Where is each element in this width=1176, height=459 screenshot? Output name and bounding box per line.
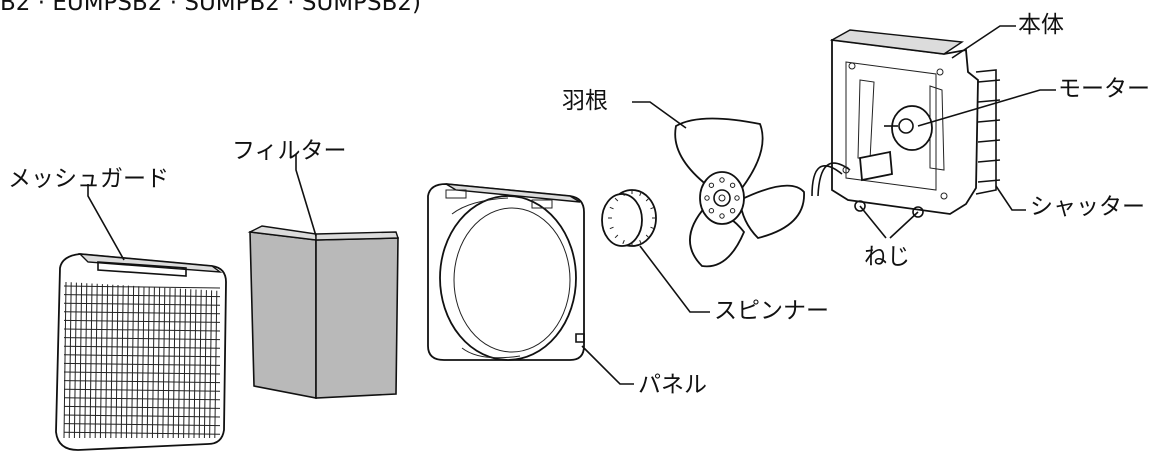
label-motor: モーター (1058, 76, 1150, 102)
screw-1 (854, 200, 866, 212)
label-panel: パネル (638, 372, 707, 398)
fan-blade-part (674, 117, 805, 268)
label-body: 本体 (1018, 12, 1064, 38)
main-body-part (811, 29, 1001, 218)
spinner-ridges (608, 190, 656, 246)
hub-holes (704, 177, 740, 219)
label-blade: 羽根 (562, 88, 608, 114)
shutter-slats (977, 79, 1001, 183)
leader-lines (87, 25, 1056, 385)
label-spinner: スピンナー (714, 298, 829, 324)
filter-part (247, 225, 399, 399)
panel-part (427, 183, 585, 361)
label-mesh-guard: メッシュガード (8, 166, 169, 192)
label-filter: フィルター (232, 138, 347, 164)
screw-2 (912, 206, 924, 218)
mesh-guard-part (55, 253, 227, 451)
label-screws: ねじ (864, 244, 910, 270)
header-fragment: B2 · EUMPSB2 · SUMPB2 · SUMPSB2) (0, 0, 421, 16)
label-shutter: シャッター (1030, 194, 1145, 220)
spinner-part (601, 189, 657, 247)
mesh-grid (63, 281, 221, 439)
